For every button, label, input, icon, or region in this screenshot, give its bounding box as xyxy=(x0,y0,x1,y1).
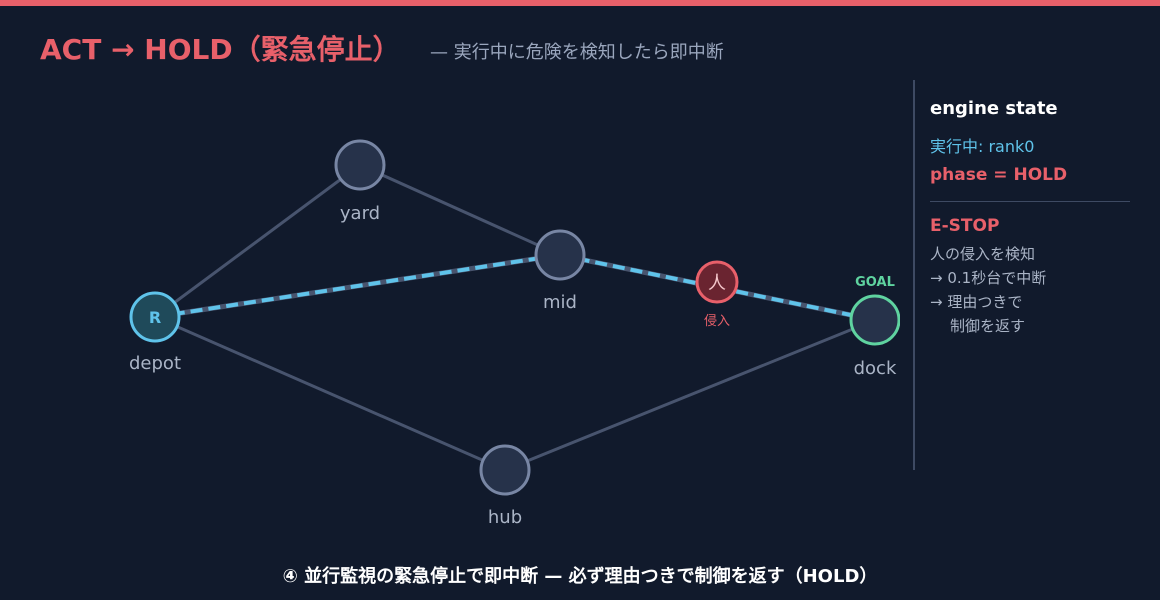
panel-divider xyxy=(913,80,915,470)
page-subtitle: — 実行中に危険を検知したら即中断 xyxy=(430,42,724,63)
edge-depot-hub xyxy=(154,315,506,472)
hazard-marker: 人 侵入 xyxy=(695,260,739,329)
node-label-mid: mid xyxy=(543,292,577,313)
edge-yard-mid xyxy=(359,163,561,257)
node-dock: GOAL dock xyxy=(849,275,900,379)
node-hub: hub xyxy=(479,444,531,528)
node-label-hub: hub xyxy=(488,507,522,528)
estop-line: → 理由つきで xyxy=(930,293,1023,311)
estop-title: E-STOP xyxy=(930,216,1000,236)
estop-line: 人の侵入を検知 xyxy=(930,245,1036,263)
engine-state-panel: engine state 実行中: rank0 phase = HOLD E-S… xyxy=(930,98,1140,338)
estop-line: 制御を返す xyxy=(950,317,1026,335)
active-path-dash-depot-mid xyxy=(154,253,561,319)
node-label-dock: dock xyxy=(854,358,897,379)
page-title: ACT → HOLD（緊急停止） xyxy=(40,33,401,66)
running-status: 実行中: rank0 xyxy=(930,137,1035,156)
edge-depot-yard xyxy=(154,163,361,319)
goal-tag: GOAL xyxy=(855,275,895,290)
panel-separator xyxy=(930,201,1130,202)
node-label-depot: depot xyxy=(129,353,181,374)
robot-badge: R xyxy=(149,308,161,327)
node-yard: yard xyxy=(334,139,386,224)
hazard-label: 侵入 xyxy=(704,313,730,329)
route-graph: yard mid hub R depot GOAL dock 人 侵入 xyxy=(129,139,900,528)
engine-state-heading: engine state xyxy=(930,98,1058,119)
node-depot: R depot xyxy=(129,291,181,374)
edge-hub-dock xyxy=(504,318,876,472)
estop-line: → 0.1秒台で中断 xyxy=(930,269,1047,287)
phase-status: phase = HOLD xyxy=(930,165,1068,185)
node-label-yard: yard xyxy=(340,203,380,224)
footer-caption: ④ 並行監視の緊急停止で即中断 — 必ず理由つきで制御を返す（HOLD） xyxy=(282,566,878,587)
top-accent-bar xyxy=(0,0,1160,6)
node-mid: mid xyxy=(534,229,586,313)
person-icon: 人 xyxy=(708,273,726,294)
